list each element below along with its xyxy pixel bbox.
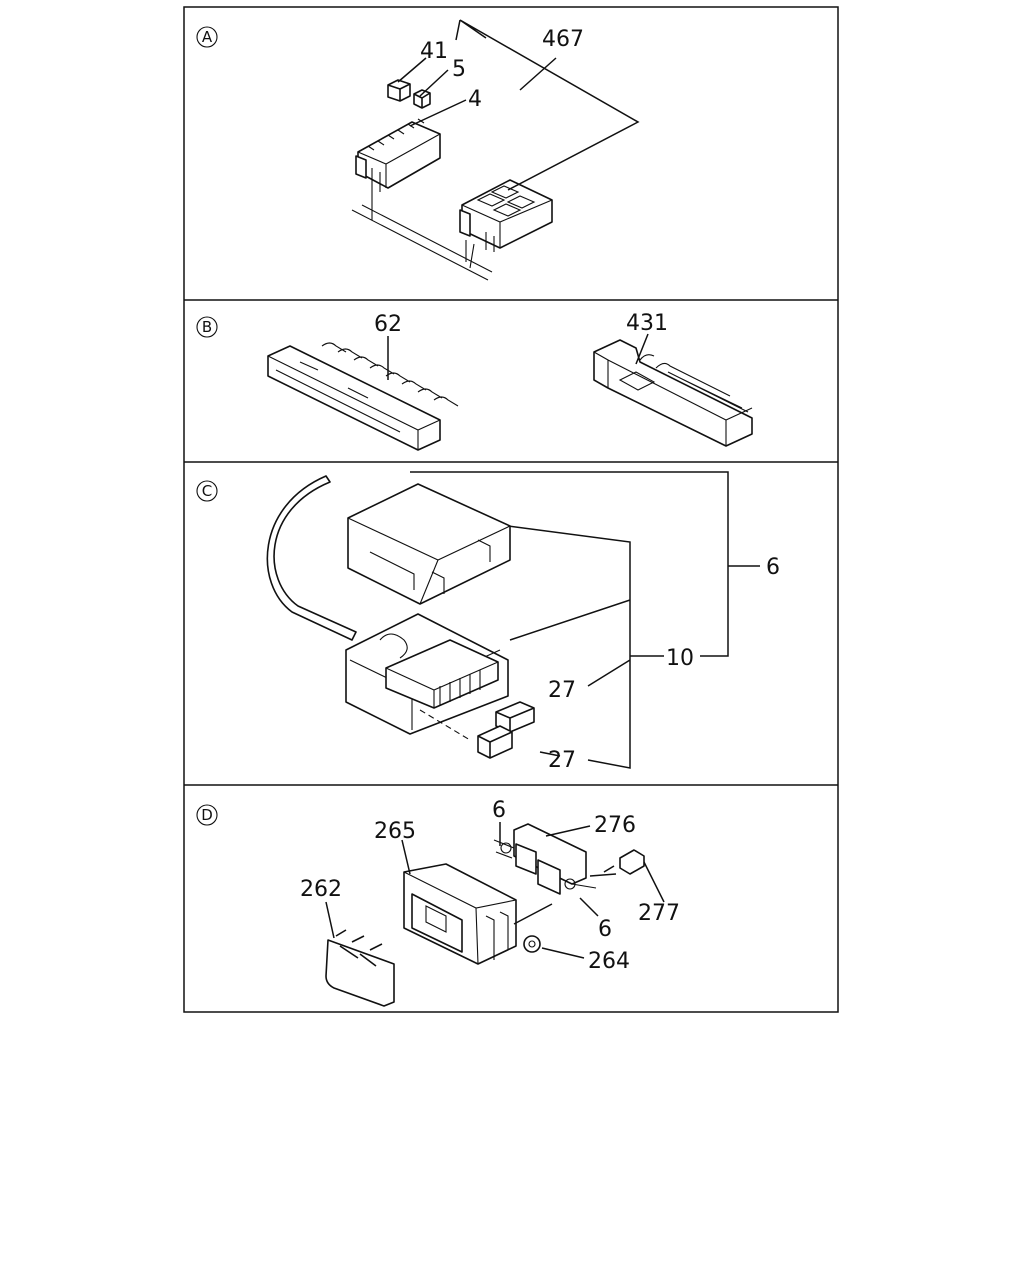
label-276: 276 <box>594 813 636 838</box>
label-262: 262 <box>300 877 342 902</box>
connector-467 <box>459 179 553 252</box>
connector-27-lower <box>477 725 513 759</box>
clip-5 <box>413 89 431 109</box>
label-6-d-top: 6 <box>492 798 506 823</box>
cover-262 <box>325 929 395 1007</box>
section-c: C 6 10 27 27 <box>196 471 780 773</box>
leader-lines-c <box>410 471 760 769</box>
section-b-marker-circle <box>196 316 218 338</box>
terminal-strip-62 <box>267 342 459 451</box>
label-265: 265 <box>374 819 416 844</box>
label-4: 4 <box>468 87 482 112</box>
label-264: 264 <box>588 949 630 974</box>
label-62: 62 <box>374 312 402 337</box>
label-27-upper: 27 <box>548 678 576 703</box>
section-b: B 62 431 <box>196 311 753 451</box>
leader-lines-b <box>387 333 649 380</box>
bolt-277 <box>603 849 645 875</box>
label-467: 467 <box>542 27 584 52</box>
nut-264 <box>523 935 541 953</box>
section-c-marker-circle <box>196 480 218 502</box>
section-a-marker: A <box>202 28 213 46</box>
relay-276 <box>493 823 597 895</box>
section-d-marker-circle <box>196 804 218 826</box>
label-27-lower: 27 <box>548 748 576 773</box>
section-d: D 6 276 265 262 277 6 <box>196 798 680 1007</box>
fuse-box-cover <box>347 483 511 605</box>
label-6-c: 6 <box>766 555 780 580</box>
connector-4 <box>355 118 441 192</box>
connector-27-upper <box>495 701 535 733</box>
leader-lines-a <box>397 19 640 191</box>
section-d-marker: D <box>201 806 213 824</box>
harness-wires <box>351 190 493 281</box>
section-b-marker: B <box>202 318 212 336</box>
clip-41 <box>387 79 411 102</box>
label-10: 10 <box>666 646 694 671</box>
section-a: A 41 5 467 4 <box>196 19 640 281</box>
section-c-marker: C <box>202 482 212 500</box>
diagram-frame <box>183 6 839 1013</box>
section-a-marker-circle <box>196 26 218 48</box>
label-5: 5 <box>452 57 466 82</box>
cable <box>266 475 357 641</box>
label-277: 277 <box>638 901 680 926</box>
terminal-strip-431 <box>593 339 753 447</box>
housing-265 <box>403 863 517 965</box>
label-41: 41 <box>420 39 448 64</box>
label-431: 431 <box>626 311 668 336</box>
label-6-d-bottom: 6 <box>598 917 612 942</box>
fuse-box-base <box>345 613 509 741</box>
leader-lines-d <box>325 822 665 959</box>
